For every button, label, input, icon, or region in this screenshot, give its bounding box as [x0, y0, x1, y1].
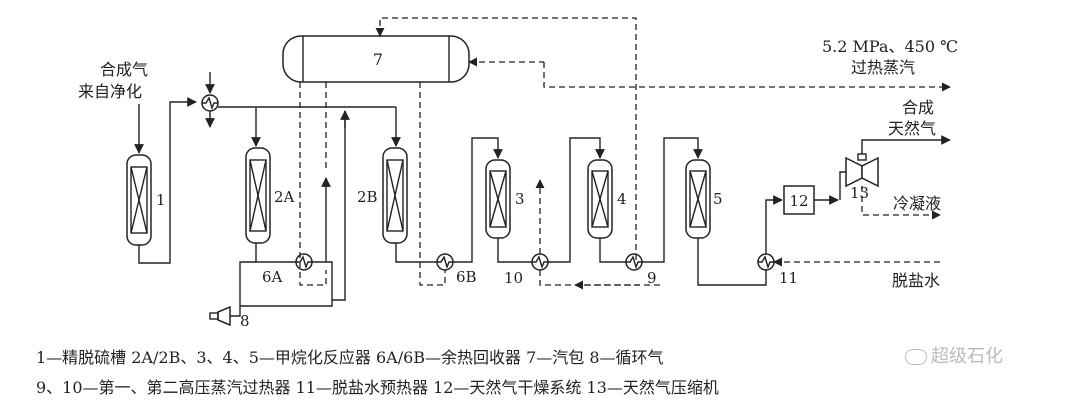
label-condensate: 冷凝液: [893, 194, 941, 213]
reactor-5: [685, 159, 711, 239]
label-feed-2: 来自净化: [78, 82, 142, 101]
label-r4: 4: [617, 190, 627, 208]
label-r2a: 2A: [274, 188, 295, 206]
legend-line-1: 1—精脱硫槽 2A/2B、3、4、5—甲烷化反应器 6A/6B—余热回收器 7—…: [36, 348, 664, 367]
label-product-2: 天然气: [888, 119, 936, 138]
label-hx11: 11: [779, 269, 798, 287]
label-steam-1: 5.2 MPa、450 ℃: [822, 37, 958, 56]
label-pump: 8: [240, 312, 250, 330]
reactor-3: [485, 159, 511, 239]
wechat-icon: [905, 349, 927, 365]
label-compressor: 13: [850, 184, 869, 202]
line-recycle: [326, 111, 346, 301]
exchanger-11: [757, 253, 775, 271]
label-r2b: 2B: [357, 188, 378, 206]
steam-loops: [299, 17, 951, 290]
watermark: 超级石化: [905, 342, 1003, 368]
label-r1: 1: [156, 191, 166, 209]
exchanger-10: [531, 253, 549, 271]
label-hx10: 10: [504, 269, 523, 287]
reactor-1: [126, 154, 152, 246]
label-hx9: 9: [647, 269, 657, 287]
label-r5: 5: [713, 190, 723, 208]
label-steam-2: 过热蒸汽: [851, 58, 915, 77]
label-water: 脱盐水: [892, 271, 940, 290]
exchanger-6a: [295, 253, 313, 271]
label-drum: 7: [373, 50, 383, 69]
exchanger-6b: [436, 253, 454, 271]
label-hx6b: 6B: [456, 268, 477, 286]
reactor-2b: [382, 147, 408, 244]
label-feed-1: 合成气: [100, 60, 148, 79]
exchanger-9: [625, 253, 643, 271]
label-r3: 3: [515, 190, 525, 208]
watermark-text: 超级石化: [931, 346, 1003, 367]
compressor-13: [845, 153, 879, 188]
compressor-8: [209, 261, 256, 327]
line-6a-up: [312, 177, 331, 263]
legend-line-2: 9、10—第一、第二高压蒸汽过热器 11—脱盐水预热器 12—天然气干燥系统 1…: [36, 378, 719, 397]
preheater-exchanger: [201, 72, 219, 128]
reactor-4: [587, 159, 613, 239]
line-2a-6a: [255, 243, 296, 263]
reactor-2a: [245, 147, 271, 244]
dryer-12: [783, 185, 815, 215]
label-dryer: 12: [789, 192, 808, 210]
feed-line: [134, 97, 197, 264]
label-product-1: 合成: [902, 98, 934, 117]
label-hx6a: 6A: [262, 268, 283, 286]
